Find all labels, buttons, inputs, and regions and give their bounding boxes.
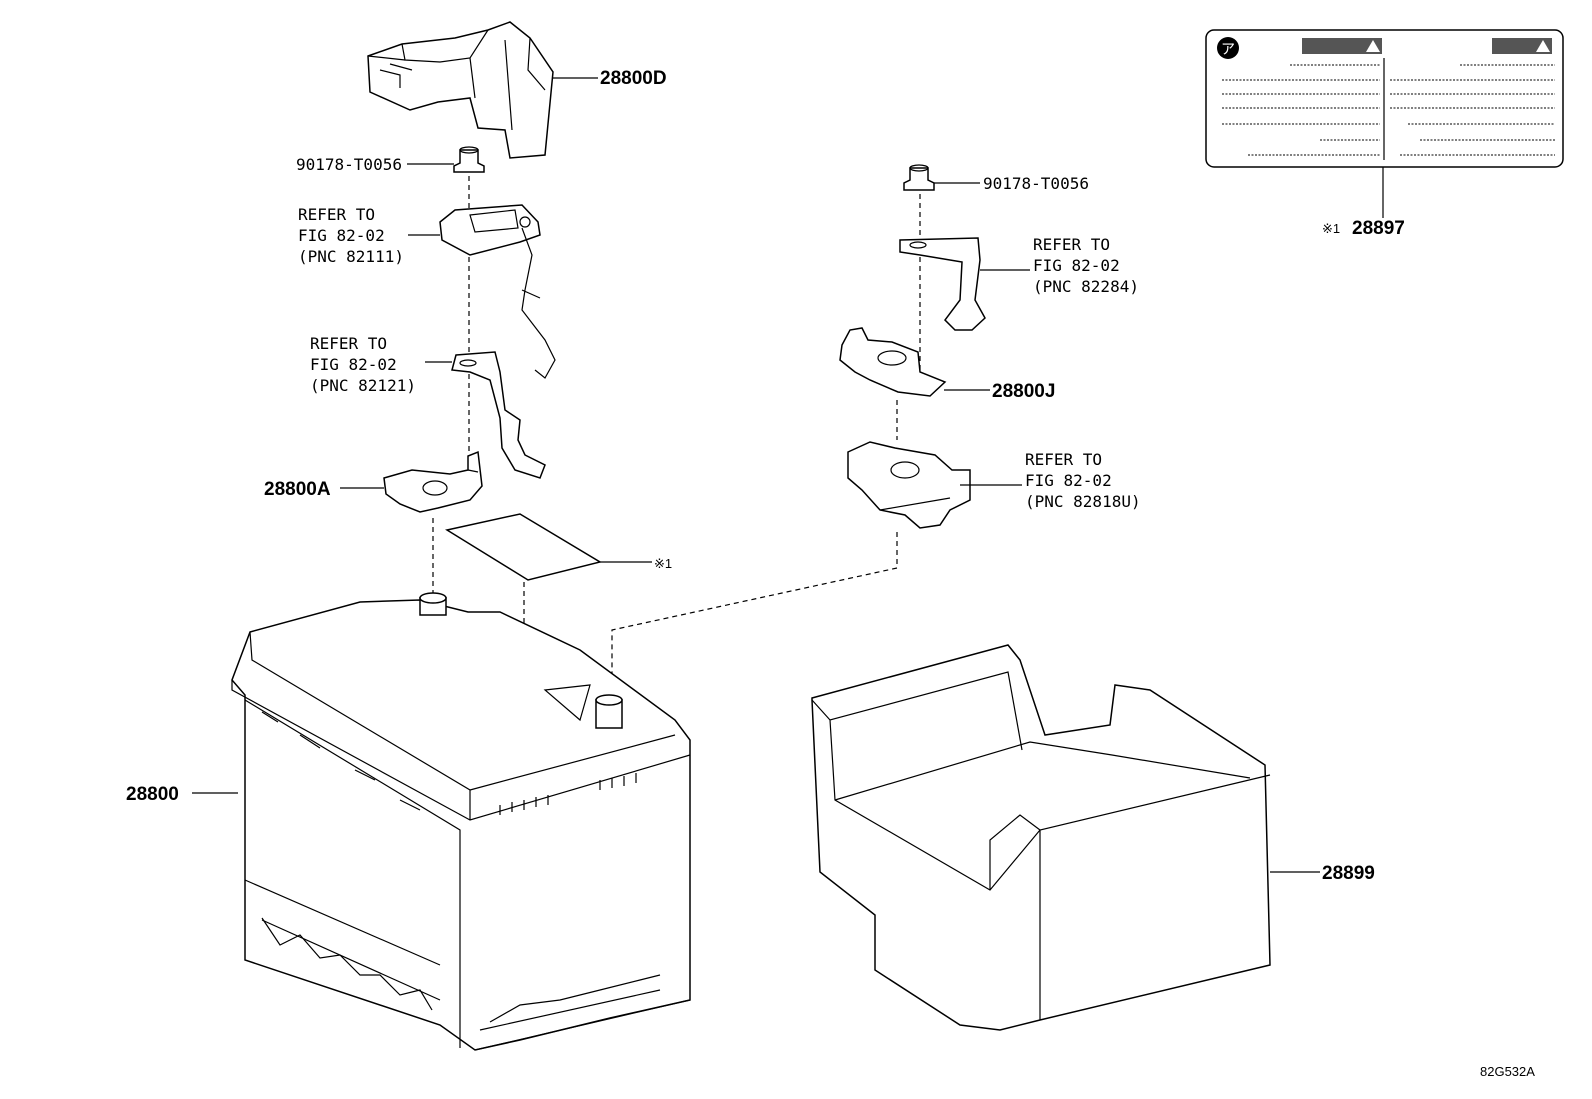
svg-text:(PNC 82121): (PNC 82121) <box>310 376 416 395</box>
terminal-cover[interactable] <box>367 21 554 159</box>
ref-82818U: REFER TO FIG 82-02 (PNC 82818U) <box>1025 450 1141 511</box>
tray-part-number: 28899 <box>1322 863 1375 884</box>
positive-cable <box>899 237 986 331</box>
svg-text:REFER TO: REFER TO <box>298 205 375 224</box>
battery-neg-post <box>419 592 447 616</box>
label-part-number: 28897 <box>1352 218 1405 239</box>
bolt-left-part-number: 90178-T0056 <box>296 155 402 174</box>
svg-text:FIG 82-02: FIG 82-02 <box>1033 256 1120 275</box>
svg-text:REFER TO: REFER TO <box>310 334 387 353</box>
svg-text:(PNC 82284): (PNC 82284) <box>1033 277 1139 296</box>
warning-label[interactable]: ア <box>1205 29 1564 168</box>
label-sheet[interactable] <box>445 513 602 581</box>
negative-terminal[interactable] <box>383 450 483 513</box>
battery-tray[interactable] <box>811 644 1271 1031</box>
bolt-right-part-number: 90178-T0056 <box>983 174 1089 193</box>
battery[interactable] <box>231 599 691 1051</box>
svg-text:FIG 82-02: FIG 82-02 <box>310 355 397 374</box>
svg-text:(PNC 82111): (PNC 82111) <box>298 247 404 266</box>
svg-text:REFER TO: REFER TO <box>1025 450 1102 469</box>
positive-terminal-part-number: 28800J <box>992 381 1055 402</box>
svg-text:FIG 82-02: FIG 82-02 <box>298 226 385 245</box>
svg-text:FIG 82-02: FIG 82-02 <box>1025 471 1112 490</box>
warning-symbol-icon <box>1217 37 1239 59</box>
ref-82121: REFER TO FIG 82-02 (PNC 82121) <box>310 334 416 395</box>
bolt-left[interactable] <box>453 146 485 173</box>
negative-terminal-part-number: 28800A <box>264 479 331 500</box>
warning-symbol: ア <box>1221 42 1235 58</box>
positive-terminal[interactable] <box>839 327 947 397</box>
cover-part-number: 28800D <box>600 68 667 89</box>
battery-pos-post <box>595 694 623 729</box>
positive-terminal-cover <box>847 441 971 529</box>
svg-text:(PNC 82818U): (PNC 82818U) <box>1025 492 1141 511</box>
battery-part-number: 28800 <box>126 784 179 805</box>
ref-82111: REFER TO FIG 82-02 (PNC 82111) <box>298 205 404 266</box>
svg-text:REFER TO: REFER TO <box>1033 235 1110 254</box>
ref-82284: REFER TO FIG 82-02 (PNC 82284) <box>1033 235 1139 296</box>
label-ref-mark: ※1 <box>1322 221 1340 236</box>
negative-cable <box>451 351 546 479</box>
illustration-id: 82G532A <box>1480 1064 1535 1079</box>
negative-cable-lug <box>439 204 556 379</box>
bolt-right[interactable] <box>903 164 935 191</box>
label-sheet-mark: ※1 <box>654 556 672 571</box>
